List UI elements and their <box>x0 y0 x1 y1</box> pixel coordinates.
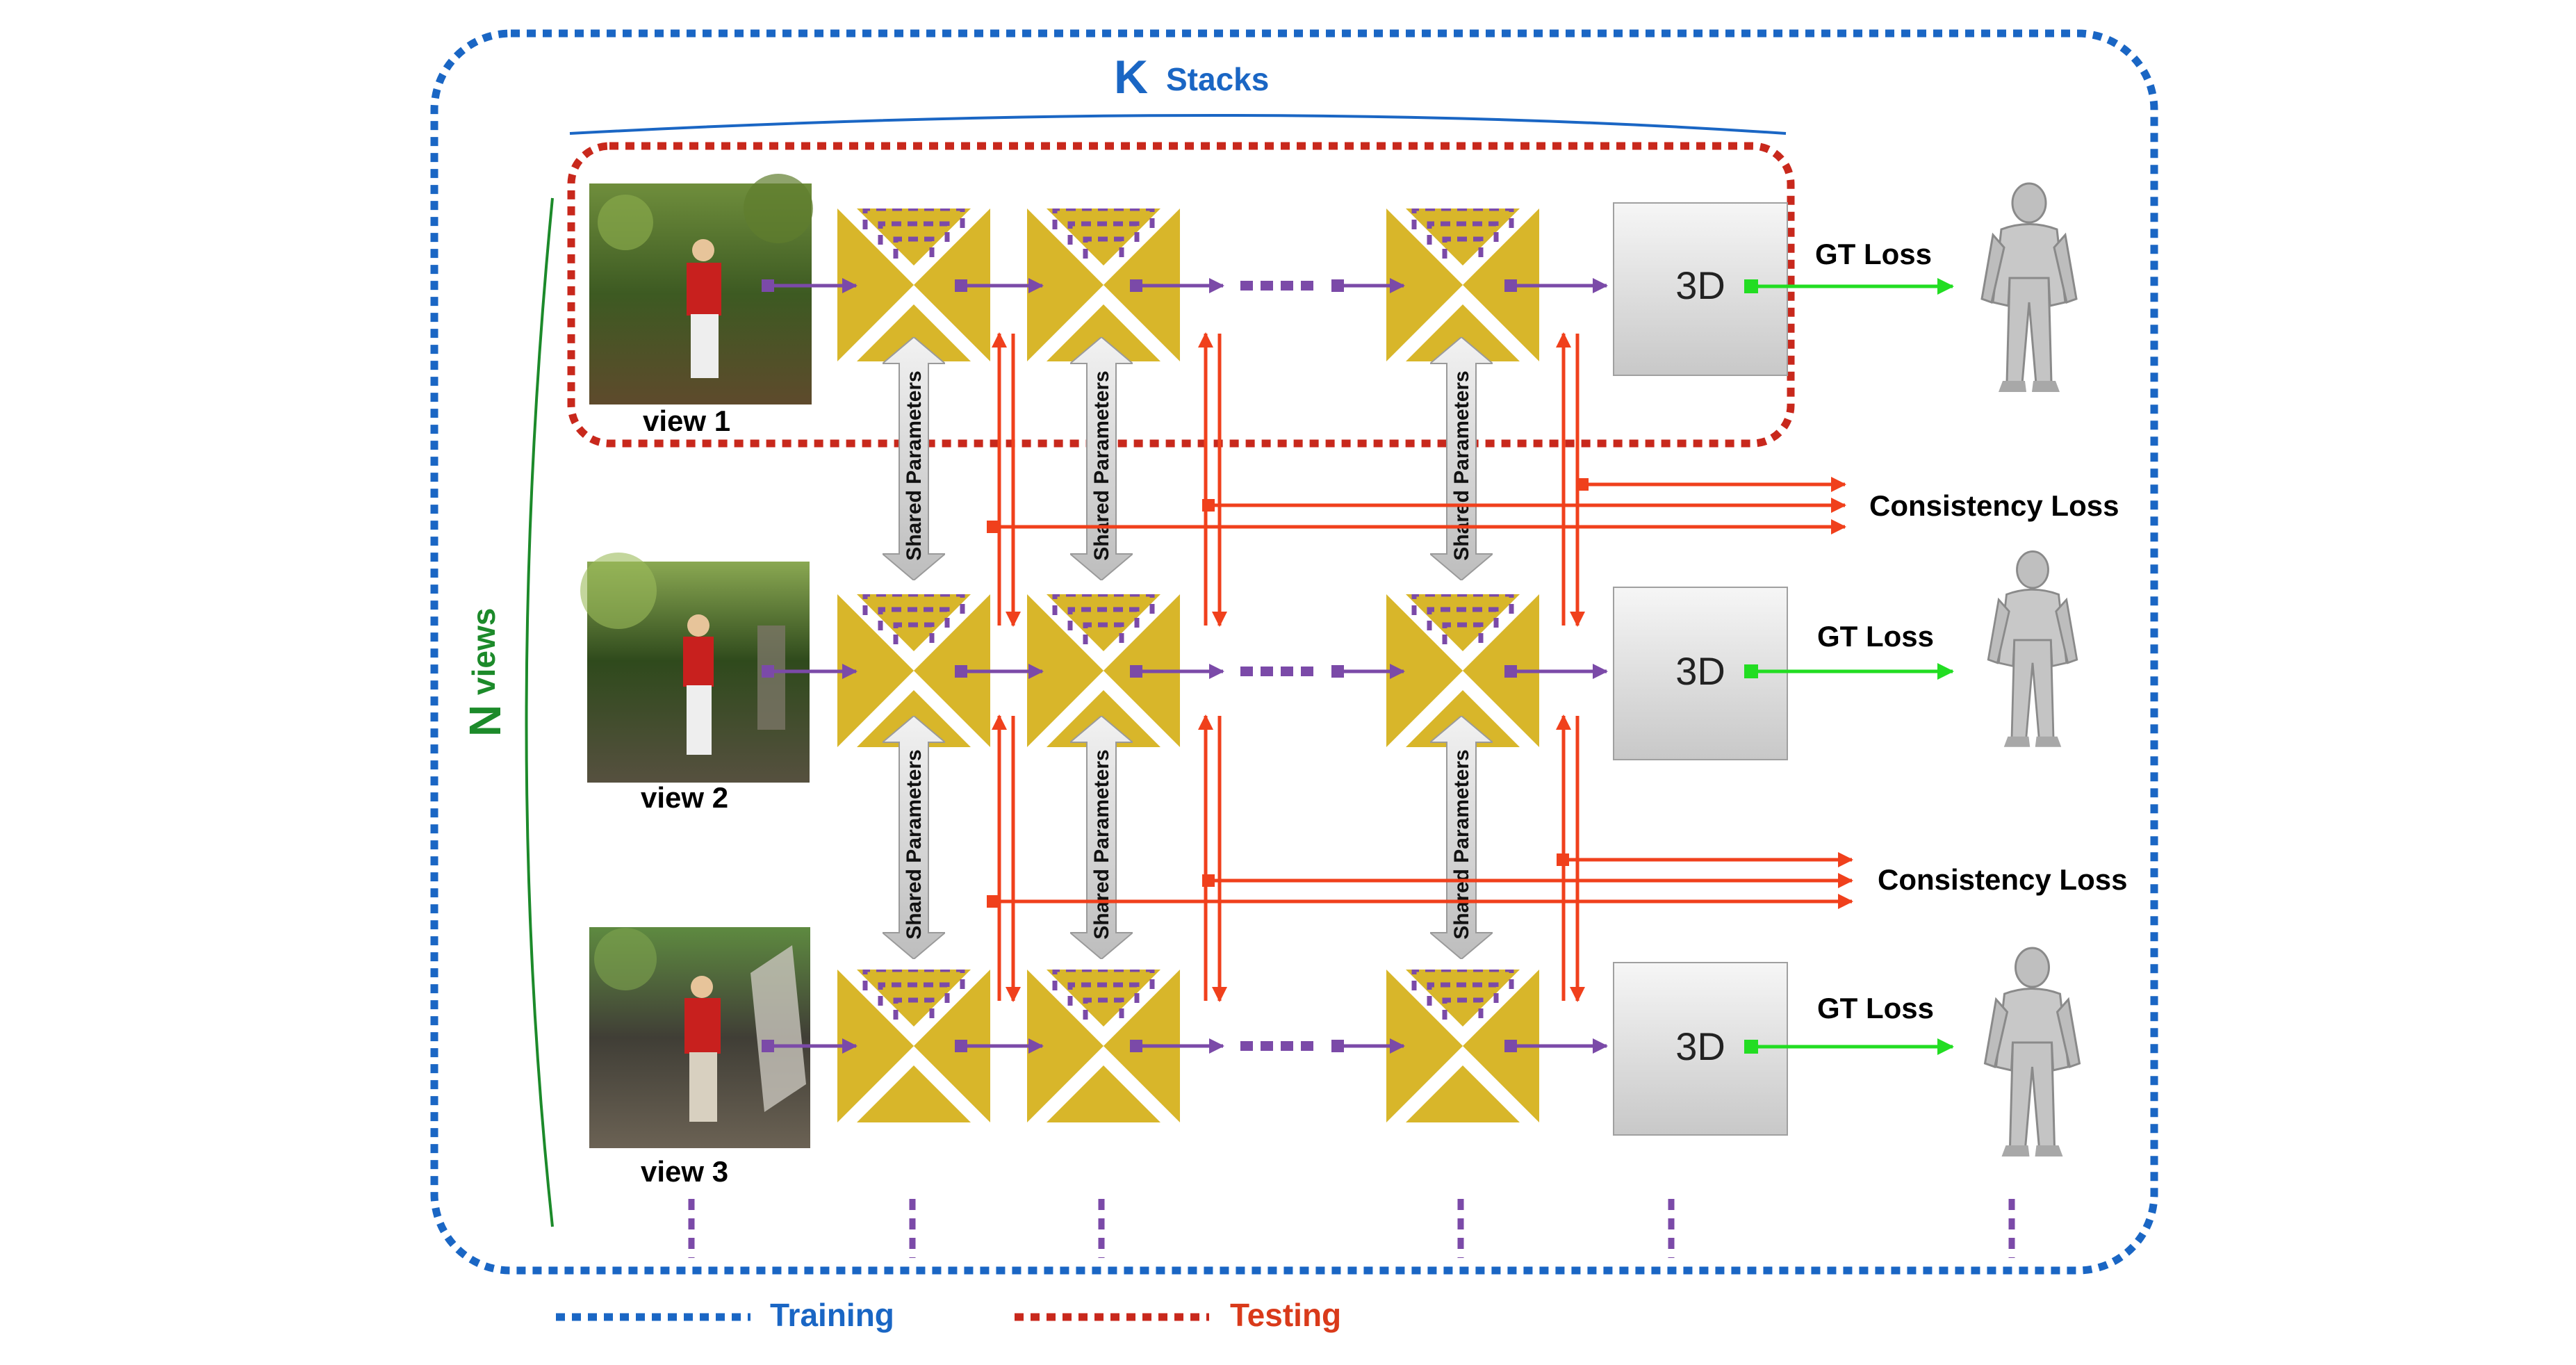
stacks-label: Stacks <box>1166 61 1269 97</box>
svg-text:Shared Parameters: Shared Parameters <box>903 749 926 940</box>
gt-loss-1-label: GT Loss <box>1815 238 1932 270</box>
testing-boundary <box>567 142 1795 448</box>
training-boundary <box>430 29 2158 1275</box>
svg-text:Shared Parameters: Shared Parameters <box>903 370 926 561</box>
views-brace <box>525 197 554 1227</box>
3d-box-r1: 3D <box>1613 202 1788 376</box>
stacks-brace <box>569 114 1787 135</box>
view-2-photo <box>580 553 810 783</box>
stacks-k-letter: K <box>1114 51 1148 104</box>
svg-text:views: views <box>466 608 502 695</box>
3d-box-r2: 3D <box>1613 587 1788 760</box>
stack-ellipsis <box>1240 281 1313 1051</box>
view-3-photo <box>589 927 810 1148</box>
svg-text:Shared Parameters: Shared Parameters <box>1090 749 1113 940</box>
svg-text:3D: 3D <box>1675 1024 1725 1068</box>
legend-training-label: Training <box>770 1297 894 1333</box>
svg-text:3D: 3D <box>1675 263 1725 307</box>
svg-text:Shared Parameters: Shared Parameters <box>1090 370 1113 561</box>
legend-testing-label: Testing <box>1230 1297 1341 1333</box>
svg-text:N: N <box>460 705 510 737</box>
views-axis-label: N views <box>460 608 510 737</box>
svg-text:Shared Parameters: Shared Parameters <box>1450 749 1473 940</box>
svg-text:Shared Parameters: Shared Parameters <box>1450 370 1473 561</box>
flow-arrows <box>762 278 1608 1054</box>
3d-box-r3: 3D <box>1613 962 1788 1136</box>
view-3-label: view 3 <box>641 1155 728 1188</box>
shared-parameters-labels: Shared Parameters Shared Parameters Shar… <box>903 370 1473 940</box>
svg-text:3D: 3D <box>1675 649 1725 693</box>
legend: Training Testing <box>556 1297 1341 1333</box>
consistency-loss-2-label: Consistency Loss <box>1878 863 2127 896</box>
more-views-markers <box>688 1199 2015 1258</box>
human-mesh-r2-icon <box>1987 550 2078 749</box>
gt-loss-2-label: GT Loss <box>1817 620 1934 653</box>
view-2-label: view 2 <box>641 781 728 814</box>
human-mesh-r3-icon <box>1983 947 2081 1158</box>
view-1-label: view 1 <box>643 404 730 437</box>
consistency-loss-1-label: Consistency Loss <box>1869 489 2119 522</box>
consistency-taps <box>987 478 1589 908</box>
view-1-photo <box>589 174 813 404</box>
gt-loss-3-label: GT Loss <box>1817 992 1934 1024</box>
human-mesh-r1-icon <box>1980 182 2078 393</box>
gt-arrows <box>1744 278 1954 1055</box>
